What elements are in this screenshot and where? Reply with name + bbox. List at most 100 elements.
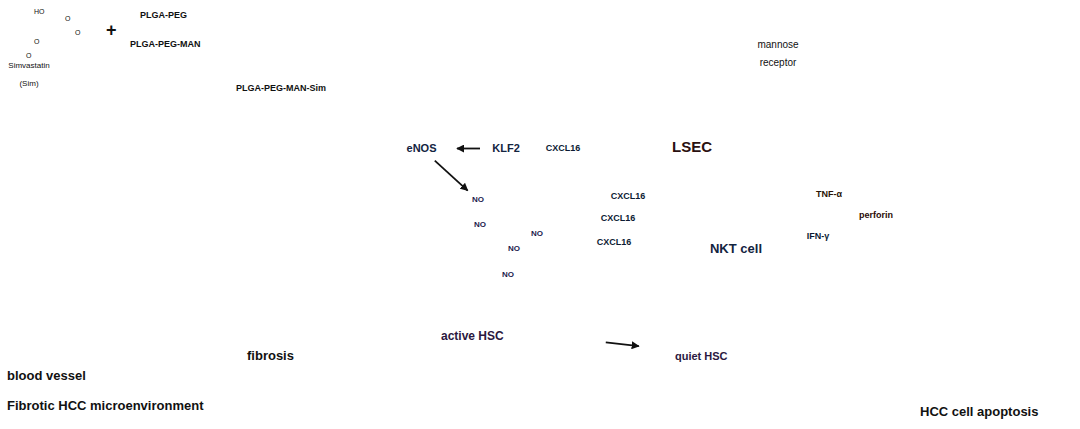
receptor-stalk bbox=[661, 243, 682, 244]
chemokine-oval: CXCL16 bbox=[598, 187, 658, 207]
apoptotic-cells-part bbox=[928, 293, 1059, 389]
stellate-cells-part bbox=[67, 317, 121, 359]
stellate-cells-part bbox=[72, 105, 126, 147]
node-text: NKT cell bbox=[710, 242, 762, 256]
fibrosis-strands-part bbox=[5, 103, 377, 135]
granule-dot bbox=[781, 227, 785, 231]
collagen-fibrils-part bbox=[378, 280, 425, 300]
active-stellate-cell: active HSC bbox=[395, 250, 605, 410]
factor-oval: KLF2 bbox=[482, 137, 530, 160]
nitric-oxide-bubble: NO bbox=[525, 222, 549, 246]
simvastatin-structure-part bbox=[13, 28, 20, 33]
simvastatin-structure-part bbox=[12, 33, 20, 37]
text-label: O bbox=[74, 29, 81, 36]
fibrosis-strands-part bbox=[0, 200, 90, 210]
tumor-nuclei-part bbox=[166, 207, 178, 219]
oval-outline bbox=[469, 214, 491, 236]
blood-vessels-part bbox=[60, 261, 111, 314]
text-label: O bbox=[33, 38, 40, 45]
tumor-nuclei-part bbox=[241, 282, 253, 294]
tumor-cluster-part bbox=[142, 267, 188, 313]
shape-part bbox=[473, 354, 493, 408]
tumor-cluster bbox=[112, 181, 288, 340]
arrow-connector bbox=[457, 148, 480, 150]
blood-vessels-part bbox=[272, 155, 313, 209]
fibrosis-strands-part bbox=[30, 130, 60, 355]
tumor-cluster-part bbox=[180, 260, 230, 310]
label-holder: O bbox=[33, 30, 40, 48]
apoptotic-cells-part-part bbox=[993, 351, 1031, 389]
enzyme-oval: eNOS bbox=[388, 137, 455, 160]
simvastatin-structure-part bbox=[58, 26, 66, 35]
cell-body bbox=[637, 336, 793, 372]
tumor-nuclei bbox=[126, 196, 276, 323]
zoom-frame-part bbox=[308, 195, 377, 425]
label-holder: HO bbox=[33, 0, 46, 18]
node-text: eNOS bbox=[407, 142, 437, 154]
oval-outline bbox=[483, 138, 529, 159]
quiet-stellate-cell: quiet HSC bbox=[635, 332, 795, 378]
label-holder: blood vessel bbox=[6, 366, 87, 384]
node-text: TNF-α bbox=[816, 190, 842, 200]
node-text: IFN-γ bbox=[807, 232, 830, 242]
fibrosis-strands-part bbox=[10, 235, 120, 244]
text-label: mannose receptor bbox=[757, 39, 798, 68]
cytokine-oval: IFN-γ bbox=[798, 226, 838, 248]
immune-cells-part bbox=[347, 257, 357, 267]
oval-outline bbox=[851, 205, 901, 226]
label-holder: O bbox=[74, 21, 81, 39]
tumor-nuclei-part bbox=[261, 243, 271, 253]
shape-part bbox=[457, 254, 490, 305]
tumor-cluster-part bbox=[205, 300, 245, 340]
shape-part bbox=[435, 300, 539, 356]
nkt-cell: NKT cell bbox=[677, 190, 795, 308]
granule-dot bbox=[782, 262, 786, 266]
polymer-icons bbox=[140, 20, 180, 57]
oval-outline bbox=[809, 185, 849, 204]
node-text: LSEC bbox=[672, 138, 712, 155]
mannose-receptor-symbol bbox=[768, 125, 783, 134]
cell-outline bbox=[403, 254, 600, 408]
text-label: blood vessel bbox=[6, 368, 87, 383]
granule-dot bbox=[757, 202, 761, 206]
cxcr6-receptor bbox=[646, 236, 661, 250]
drug-dot bbox=[477, 107, 483, 113]
node-text: CXCL16 bbox=[601, 214, 636, 224]
drug-dot bbox=[467, 100, 473, 106]
simvastatin-structure-part bbox=[71, 41, 72, 47]
drug-dot bbox=[489, 102, 495, 108]
collagen-fibrils-part bbox=[385, 265, 440, 282]
immune-cells-part bbox=[257, 213, 283, 239]
fibrosis-strands-part bbox=[120, 230, 140, 330]
shape-part bbox=[435, 300, 539, 356]
label-holder: PLGA-PEG-MAN-Sim bbox=[236, 77, 326, 95]
fibrosis-strands-part bbox=[320, 95, 347, 330]
node-text: CXCL16 bbox=[546, 144, 581, 154]
chemokine-oval: CXCL16 bbox=[532, 137, 594, 160]
chemokine-oval: CXCL16 bbox=[584, 233, 644, 253]
text-label: PLGA-PEG-MAN-Sim bbox=[236, 83, 326, 93]
apoptotic-cells-part-part bbox=[1037, 377, 1053, 393]
zoom-frame-part bbox=[213, 105, 308, 195]
cell-nucleus bbox=[744, 350, 770, 362]
cytokine-oval: TNF-α bbox=[808, 184, 850, 205]
tumor-nuclei-part bbox=[126, 278, 136, 288]
node-text: perforin bbox=[859, 211, 893, 221]
fibrosis-strands-part bbox=[0, 295, 240, 321]
shape-part bbox=[535, 320, 600, 340]
immune-cells-part bbox=[22, 304, 50, 332]
shape-part bbox=[403, 288, 450, 330]
oval-outline bbox=[599, 188, 657, 206]
polymer-icons-part bbox=[140, 52, 180, 57]
text-label: Fibrotic HCC microenvironment bbox=[6, 398, 204, 413]
shape-part bbox=[407, 340, 457, 384]
granule-dot bbox=[697, 281, 701, 285]
stellate-cells-part bbox=[279, 234, 344, 292]
apoptotic-cells-part-part bbox=[979, 384, 991, 396]
fibrosis-strands-part bbox=[250, 298, 375, 307]
apoptotic-cells-part-part bbox=[916, 296, 934, 314]
tumor-nuclei-part bbox=[236, 212, 248, 224]
blood-vessels-part bbox=[312, 291, 359, 346]
